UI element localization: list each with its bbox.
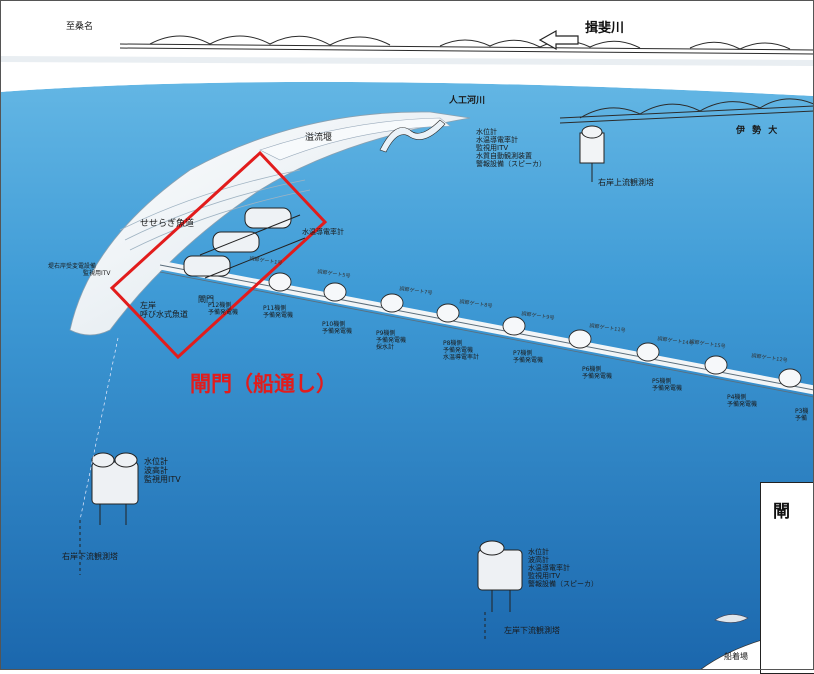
gate-machine-line: 予備発電機	[727, 401, 758, 408]
gate-machine-line: P3機	[795, 408, 809, 415]
gate-machine-p10: P10機側 予備発電機	[322, 321, 352, 335]
gate-machine-line: P8機側	[443, 340, 463, 347]
left-fishway-label-line: 呼び水式魚道	[140, 310, 188, 319]
gate-machine-line: P7機側	[513, 350, 533, 357]
upper-tower-item: 監視用ITV	[476, 144, 509, 152]
upper-tower-item: 水温導電率計	[476, 136, 518, 144]
lock-gate-structure	[183, 207, 306, 279]
top-bank	[0, 36, 814, 96]
gate-machine-line: 予備発電機	[263, 312, 294, 319]
right-lower-tower-item: 監視用ITV	[144, 475, 181, 484]
gate-machine-line: 予備発電機	[208, 309, 239, 316]
seseragi-fishway-label: せせらぎ魚道	[140, 219, 195, 229]
upper-bridge	[119, 35, 814, 55]
gate-machine-line: 予備発電機	[376, 337, 407, 344]
river-water	[0, 81, 814, 670]
left-lower-tower-icon	[477, 540, 523, 640]
gate-machine-line: 予備発電機	[513, 357, 544, 364]
gate-machine-p11: P11機側 予備発電機	[263, 305, 293, 319]
upper-observation-tower-icon	[579, 125, 605, 182]
gate-machine-line: P4機側	[727, 394, 747, 401]
river-name-label: 揖斐川	[585, 21, 625, 36]
gate-machine-line: 予備発電機	[652, 385, 683, 392]
artificial-river	[379, 119, 446, 153]
right-lower-tower-item: 波高計	[144, 466, 168, 475]
to-kuwana-label: 至桑名	[66, 22, 94, 32]
gate-machine-line: 予備発電機	[322, 328, 353, 335]
upper-tower-item: 警報設備（スピーカ）	[476, 160, 546, 168]
lock-gate-caption: 閘門（船通し）	[190, 372, 337, 396]
upper-tower-item: 水質自動観測装置	[476, 152, 532, 160]
gate-machine-line: 予備発電機	[582, 373, 613, 380]
gate-machine-line: 採水計	[376, 344, 395, 351]
right-lower-tower-item: 水位計	[144, 457, 168, 466]
lock-gate-label: 閘門	[198, 295, 214, 304]
gate-machine-p3: P3機 予備	[795, 408, 808, 422]
gate-machine-line: P5機側	[652, 378, 672, 385]
left-lower-tower-item: 水位計	[528, 548, 549, 556]
gate-machine-line: P6機側	[582, 366, 602, 373]
left-lower-tower-item: 水温導電率計	[528, 564, 570, 572]
gate-machine-line: 予備発電機	[443, 347, 474, 354]
gate-machine-p7: P7機側 予備発電機	[513, 350, 543, 364]
callout-panel: 閘	[760, 482, 814, 674]
ise-bridge-label: 伊 勢 大	[736, 126, 780, 136]
gate-machine-line: P11機側	[263, 305, 287, 312]
gate-machine-line: 水温導電率計	[443, 354, 480, 361]
gate-machine-p12: P12機側 予備発電機	[208, 302, 238, 316]
left-lower-tower-item: 波高計	[528, 556, 549, 564]
gate-machine-p6: P6機側 予備発電機	[582, 366, 612, 380]
gate-machine-p5: P5機側 予備発電機	[652, 378, 682, 392]
upper-tower-item: 水位計	[476, 128, 497, 136]
artificial-river-label: 人工河川	[449, 96, 486, 106]
fishway-channels	[119, 169, 311, 251]
substation-label-line: 堤右岸受変電設備	[48, 263, 97, 270]
substation-label-line: 監視用ITV	[83, 270, 111, 277]
left-lower-tower-name: 左岸下流観測塔	[504, 626, 560, 635]
left-fishway-label-line: 左岸	[140, 301, 156, 310]
ship-dock-label: 船着場	[724, 652, 748, 661]
left-lower-tower-items: 水位計 波高計 水温導電率計 監視用ITV 警報設備（スピーカ）	[528, 548, 598, 588]
left-fishway-label: 左岸 呼び水式魚道	[140, 301, 188, 319]
lock-gate-highlight	[109, 150, 328, 360]
flow-arrow-icon	[538, 29, 579, 51]
left-lower-tower-item: 監視用ITV	[528, 572, 561, 580]
overflow-weir-label: 溢流堰	[305, 133, 333, 143]
right-lower-tower-items: 水位計 波高計 監視用ITV	[144, 457, 181, 484]
boat-icon	[714, 614, 749, 623]
lower-bridge	[559, 98, 814, 124]
callout-char: 閘	[773, 502, 790, 522]
right-lower-tower-icon	[79, 337, 139, 575]
gate-piers	[268, 272, 802, 388]
upper-tower-name: 右岸上流観測塔	[598, 178, 654, 187]
gate-machine-p9: P9機側 予備発電機 採水計	[376, 330, 406, 351]
upper-road	[0, 56, 814, 66]
gate-machine-line: P9機側	[376, 330, 396, 337]
water-temp-meter-label: 水温導電率計	[302, 228, 344, 236]
gate-machine-p4: P4機側 予備発電機	[727, 394, 757, 408]
upper-tower-items: 水位計 水温導電率計 監視用ITV 水質自動観測装置 警報設備（スピーカ）	[476, 128, 546, 168]
gate-machine-p8: P8機側 予備発電機 水温導電率計	[443, 340, 479, 361]
gate-machine-line: P10機側	[322, 321, 346, 328]
gate-machine-line: 予備	[795, 415, 808, 422]
substation-label: 堤右岸受変電設備 監視用ITV	[48, 263, 111, 277]
left-lower-tower-item: 警報設備（スピーカ）	[528, 580, 598, 588]
gate-machine-line: P12機側	[208, 302, 232, 309]
right-lower-tower-name: 右岸下流観測塔	[62, 552, 118, 561]
